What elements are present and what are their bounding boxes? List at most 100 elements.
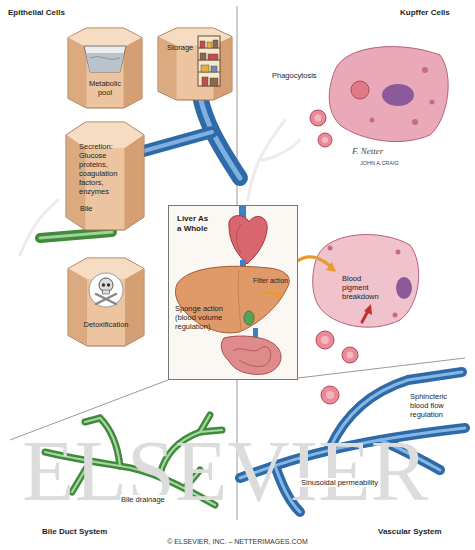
node-artwork — [102, 283, 105, 286]
pigment-arrow — [296, 257, 330, 266]
red-blood-cell — [318, 133, 332, 147]
node-artwork — [103, 290, 110, 294]
node-artwork — [201, 65, 209, 72]
artist-signature: F. Netter — [352, 146, 383, 157]
node-artwork — [276, 291, 283, 298]
node-artwork — [66, 122, 144, 230]
pigment-arrow — [326, 262, 336, 272]
bile-canal — [40, 232, 112, 238]
section-heading: Epithelial Cells — [8, 8, 65, 18]
node-artwork — [86, 53, 124, 72]
function-hexagon: Detoxification — [68, 258, 144, 346]
node-artwork — [207, 42, 212, 48]
kupffer-cell — [422, 67, 428, 73]
red-blood-cell — [315, 115, 322, 122]
node-artwork — [90, 57, 120, 60]
node-artwork — [107, 283, 110, 286]
background-tree — [20, 200, 58, 255]
node-artwork — [84, 46, 126, 72]
node-artwork — [233, 347, 271, 367]
function-hexagon: Secretion: Glucose proteins, coagulation… — [66, 122, 144, 230]
red-blood-cell — [316, 331, 358, 404]
function-label: Phagocytosis — [272, 71, 317, 80]
bile-duct-tree — [85, 418, 100, 422]
hepatic-vessel — [140, 96, 240, 178]
hepatic-vessel — [140, 132, 212, 152]
node-artwork — [96, 294, 116, 304]
function-label: Sinusoidal permeability — [300, 478, 379, 487]
function-label: Sphincteric blood flow regulation — [410, 392, 460, 419]
kupffer-cell — [351, 81, 369, 99]
red-blood-cell — [321, 336, 329, 344]
bile-canal — [40, 232, 112, 238]
function-label: Storage — [167, 43, 193, 52]
pigment-arrow — [362, 311, 368, 322]
pigment-arrow — [364, 304, 372, 315]
function-label: Metabolic pool — [83, 79, 127, 97]
kupffer-cell — [396, 277, 412, 299]
artist-signature: JOHN A.CRAIG — [360, 160, 399, 167]
kupffer-cell — [396, 250, 401, 255]
node-artwork — [211, 66, 217, 72]
node-artwork — [244, 311, 254, 325]
node-artwork — [261, 292, 279, 296]
function-label: Secretion: Glucose proteins, coagulation… — [79, 142, 131, 196]
function-label: Detoxification — [72, 320, 140, 329]
node-artwork — [237, 224, 242, 254]
node-artwork — [175, 266, 289, 333]
node-artwork — [69, 29, 142, 48]
node-artwork — [68, 28, 142, 108]
node-artwork — [125, 135, 144, 229]
copyright-notice: © ELSEVIER, INC. – NETTERIMAGES.COM — [0, 538, 475, 546]
red-blood-cell — [347, 352, 354, 359]
kupffer-cell — [370, 118, 375, 123]
kupffer-cell — [412, 119, 418, 125]
liver-panel: Liver As a WholeFilter actionSponge acti… — [168, 205, 298, 380]
red-blood-cell — [310, 110, 326, 126]
bile-canal — [40, 232, 112, 238]
function-hexagon: Metabolic pool — [68, 28, 142, 108]
node-artwork — [210, 78, 218, 86]
kupffer-cell — [393, 313, 398, 318]
node-artwork — [198, 36, 220, 86]
function-hexagon: Storage — [158, 28, 232, 100]
kupffer-cell — [313, 235, 419, 328]
quadrant-divider — [10, 6, 465, 520]
section-heading: Kupffer Cells — [400, 8, 450, 18]
node-artwork — [89, 273, 123, 307]
node-artwork — [124, 38, 142, 108]
red-blood-cell — [326, 391, 334, 399]
function-label: Blood pigment breakdown — [342, 274, 382, 301]
function-label: Bile — [80, 204, 93, 213]
hexagon-outline — [158, 28, 232, 100]
node-artwork — [208, 54, 218, 60]
node-artwork — [68, 258, 144, 346]
node-artwork — [158, 28, 232, 100]
function-label: Filter action — [253, 276, 297, 285]
panel-heading: Liver As a Whole — [177, 214, 213, 234]
red-blood-cell — [310, 110, 332, 147]
hepatic-vessel — [140, 132, 212, 152]
node-artwork — [200, 41, 205, 48]
kupffer-cell — [329, 47, 448, 142]
watermark: ELSEVIER — [22, 428, 428, 514]
section-heading: Bile Duct System — [42, 527, 107, 537]
function-label: Sponge action (blood volume regulation) — [175, 304, 239, 331]
hexagon-outline — [68, 258, 144, 346]
kupffer-cell — [328, 246, 333, 251]
function-label: Bile drainage — [120, 495, 166, 504]
node-artwork — [96, 294, 116, 304]
background-tree — [262, 140, 300, 160]
bile-duct-tree — [85, 418, 100, 422]
node-artwork — [69, 38, 87, 108]
node-artwork — [69, 269, 87, 346]
node-artwork — [125, 269, 143, 346]
red-blood-cell — [321, 386, 339, 404]
red-blood-cell — [342, 347, 358, 363]
node-artwork — [229, 216, 267, 264]
node-artwork — [238, 270, 241, 330]
node-artwork — [66, 122, 144, 230]
red-blood-cell — [322, 137, 328, 143]
